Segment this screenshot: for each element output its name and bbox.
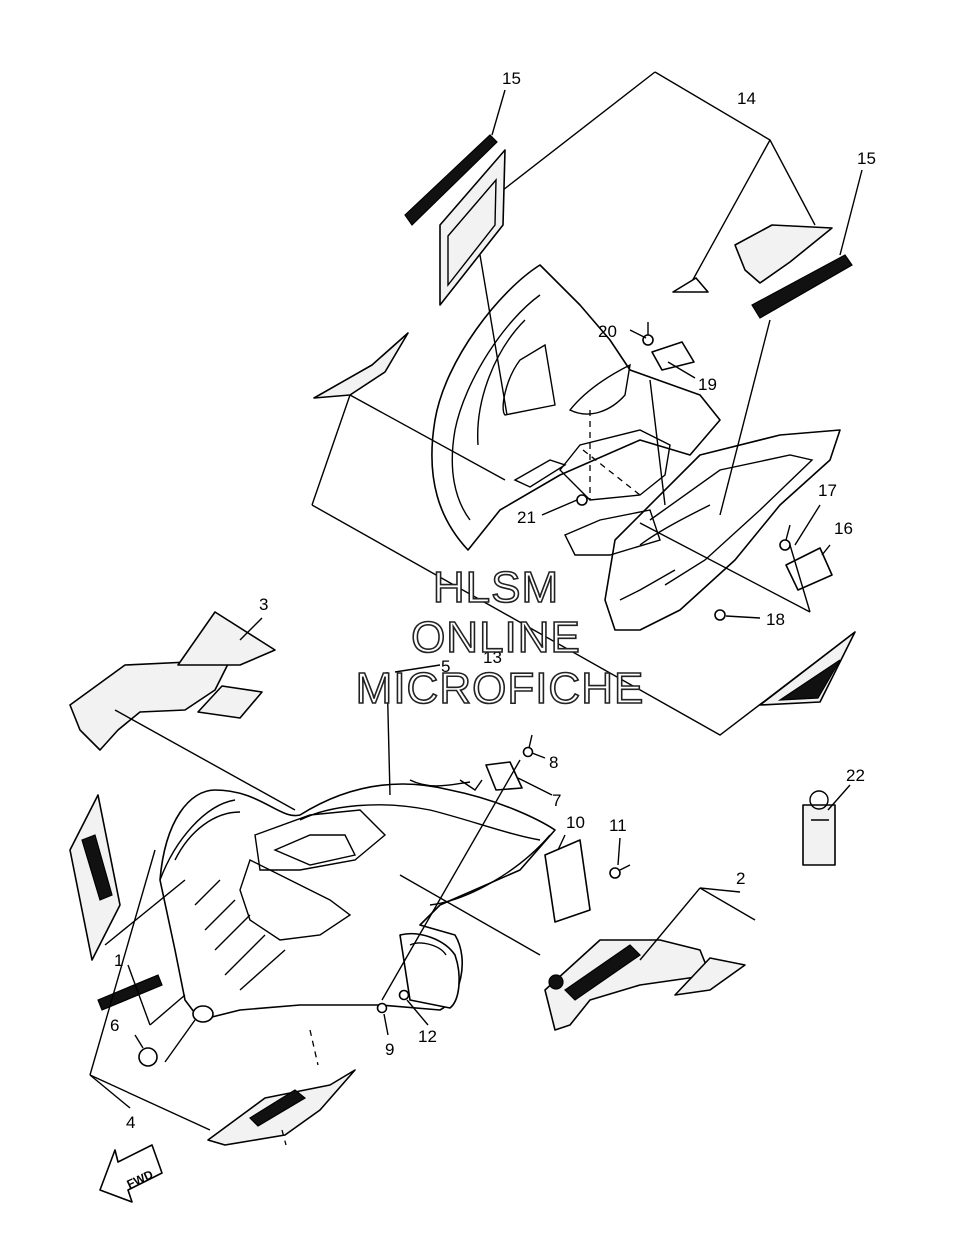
grommet-18 [714, 609, 726, 621]
front-fender-rim [409, 834, 551, 956]
callout-11: 11 [609, 816, 627, 835]
callout-12: 12 [418, 1027, 437, 1046]
decal-3-small [197, 685, 263, 719]
callout-19: 19 [698, 375, 717, 394]
callout-9: 9 [385, 1040, 394, 1059]
callout-6: 6 [110, 1016, 119, 1035]
decal-10 [544, 839, 591, 923]
decal-2-right-logo [564, 944, 641, 1001]
callout-10: 10 [566, 813, 585, 832]
front-fender-vents [194, 879, 286, 991]
front-fender-group [69, 611, 836, 1203]
callout-14: 14 [737, 89, 756, 108]
watermark-line-3: MICROFICHE [356, 664, 645, 713]
rear-side-panel-inner2 [619, 504, 711, 601]
callout-21: 21 [517, 508, 536, 527]
callout-15-top: 15 [502, 69, 521, 88]
callout-20: 20 [598, 322, 617, 341]
callout-7: 7 [552, 791, 561, 810]
callout-17: 17 [818, 481, 837, 500]
decal-14-small-triangle [672, 277, 709, 293]
decal-14-lower-right [759, 631, 856, 706]
decal-1-badge [97, 974, 163, 1011]
decal-15-left-inner [447, 178, 497, 288]
callout-18: 18 [766, 610, 785, 629]
nut-9 [376, 1002, 388, 1014]
decal-4-lower-logo [249, 1089, 307, 1127]
front-fender-arch [159, 799, 241, 881]
decal-2-right-panel [544, 939, 711, 1031]
watermark: HLSM ONLINE MICROFICHE [355, 562, 645, 714]
front-fender-seat-inner [273, 834, 357, 866]
callout-22: 22 [846, 766, 865, 785]
fwd-arrow [99, 1144, 163, 1203]
tag-22-loop [809, 790, 829, 810]
screw-11-shaft [619, 864, 631, 871]
front-fender-headlight [239, 859, 352, 941]
decal-3-main [69, 659, 231, 751]
decal-14-lower-right-stripe [777, 659, 841, 701]
decal-16 [785, 547, 833, 591]
tag-22 [802, 804, 836, 866]
nut-12 [398, 989, 410, 1001]
rear-fender-inner [559, 429, 671, 501]
decal-19 [651, 341, 695, 371]
callout-2: 2 [736, 869, 745, 888]
callout-3: 3 [259, 595, 268, 614]
rear-side-lower [564, 509, 661, 556]
decal-7 [485, 761, 523, 791]
pad-front-small [192, 1005, 214, 1023]
decal-3-strip [177, 611, 276, 666]
screw-17 [779, 539, 791, 551]
watermark-line-2: ONLINE [411, 613, 581, 662]
decal-14-left-side [313, 332, 409, 399]
decal-2-right-small [674, 957, 746, 996]
front-fender-body [159, 783, 556, 1021]
callout-4: 4 [126, 1113, 135, 1132]
callout-1: 1 [114, 951, 123, 970]
front-fender-wire [409, 779, 483, 791]
leader-14-frame [311, 71, 856, 736]
grommet-21 [576, 494, 588, 506]
rear-fender-group [311, 71, 856, 736]
callout-15-right: 15 [857, 149, 876, 168]
leader-lines [89, 89, 863, 1146]
rear-fender-contour-1 [451, 294, 541, 521]
rear-fender-step [513, 459, 567, 488]
screw-11 [609, 867, 621, 879]
screw-8-shaft [528, 734, 533, 749]
callout-13: 13 [483, 648, 502, 667]
decal-14-top-right [734, 224, 833, 284]
decal-1-left-logo [81, 834, 113, 901]
front-fender-contour-top [299, 804, 541, 841]
callout-8: 8 [549, 753, 558, 772]
rear-fender-contour-2 [477, 319, 556, 446]
screw-8 [522, 746, 534, 758]
decal-15-left-logo [404, 134, 498, 226]
front-fender-seat [254, 809, 387, 871]
rear-side-panel-inner [649, 454, 814, 586]
screw-17-shaft [785, 524, 791, 541]
decal-2-emblem [548, 974, 564, 990]
watermark-line-1: HLSM [433, 563, 559, 612]
callout-5: 5 [441, 657, 450, 676]
decal-15-right-logo [751, 254, 853, 319]
pad-6 [138, 1047, 158, 1067]
callout-16: 16 [834, 519, 853, 538]
rear-fender-seat-cut [568, 363, 631, 415]
rear-side-panel [604, 429, 841, 631]
